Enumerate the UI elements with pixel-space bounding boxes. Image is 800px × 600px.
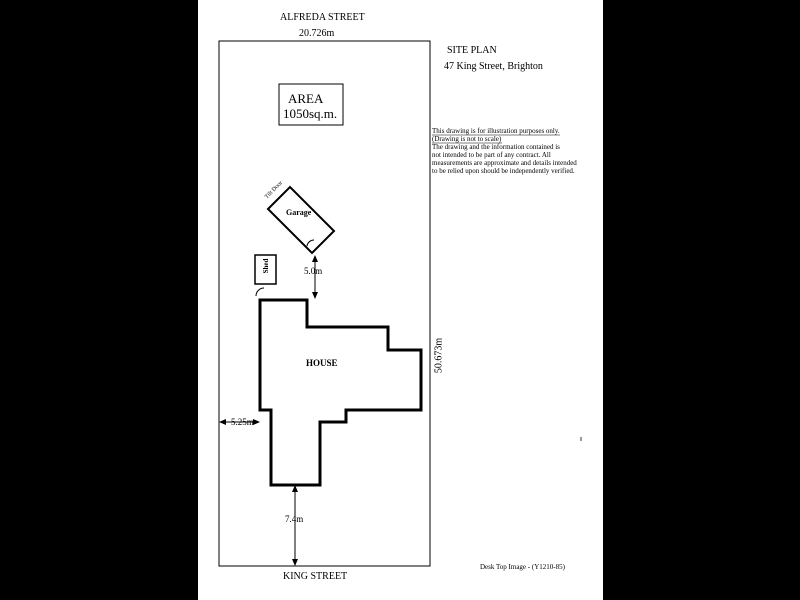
arrowhead bbox=[312, 292, 318, 299]
depth-dimension: 50.673m bbox=[433, 337, 445, 374]
shed-door-swing bbox=[255, 287, 265, 297]
area-box bbox=[278, 83, 344, 126]
disclaimer-line-4: not intended to be part of any contract.… bbox=[432, 151, 551, 159]
disclaimer-line-3: The drawing and the information containe… bbox=[432, 143, 560, 151]
disclaimer-line-5: measurements are approximate and details… bbox=[432, 159, 577, 167]
plan-title: SITE PLAN bbox=[447, 45, 497, 56]
top-street-label: ALFREDA STREET bbox=[280, 12, 365, 23]
arrowhead bbox=[292, 485, 298, 492]
side-setback-dimension: 5.25m bbox=[231, 417, 254, 427]
bottom-street-label: KING STREET bbox=[283, 571, 348, 582]
shed-outline bbox=[254, 254, 277, 285]
house-label: HOUSE bbox=[306, 358, 338, 368]
area-value: 1050sq.m. bbox=[283, 106, 338, 121]
disclaimer-line-1: This drawing is for illustration purpose… bbox=[432, 127, 560, 135]
property-boundary bbox=[218, 40, 431, 567]
footer-reference: Desk Top Image - (Y1210-85) bbox=[480, 563, 565, 571]
plan-address: 47 King Street, Brighton bbox=[444, 61, 543, 72]
garage-outline bbox=[266, 185, 336, 255]
frontage-dimension: 20.726m bbox=[299, 28, 335, 39]
garage-door-swing bbox=[306, 239, 315, 247]
arrowhead bbox=[219, 419, 226, 425]
area-label: AREA bbox=[288, 91, 324, 106]
garage-label: Garage bbox=[286, 208, 312, 217]
disclaimer-line-2: (Drawing is not to scale) bbox=[432, 135, 502, 143]
shed-label: Shed bbox=[262, 258, 270, 274]
arrowhead bbox=[312, 255, 318, 262]
arrowhead bbox=[253, 419, 260, 425]
disclaimer-line-6: to be relied upon should be independentl… bbox=[432, 167, 575, 175]
house-outline bbox=[258, 298, 423, 487]
front-setback-dimension: 7.4m bbox=[285, 514, 304, 524]
arrowhead bbox=[292, 559, 298, 566]
garage-gap-dimension: 5.0m bbox=[304, 266, 323, 276]
